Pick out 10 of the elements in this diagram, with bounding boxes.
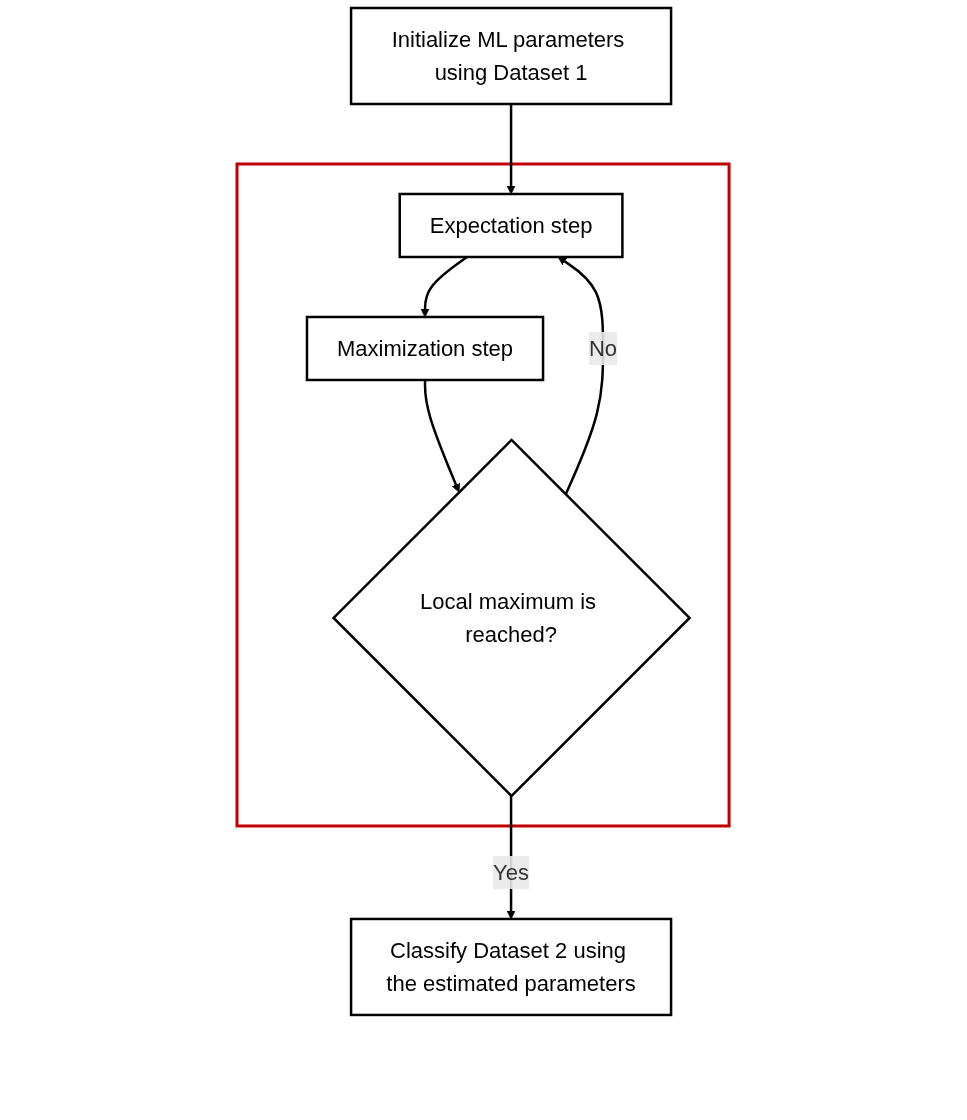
edge-label: No xyxy=(589,335,618,361)
arrow xyxy=(558,256,605,496)
node-diamond: Local maximum is reached? xyxy=(332,438,692,798)
cluster xyxy=(235,162,732,828)
edge-label: Yes xyxy=(493,859,530,885)
node-box: Expectation step xyxy=(398,192,625,259)
arrow xyxy=(424,380,461,493)
node-box: Initialize ML parameters using Dataset 1 xyxy=(350,6,673,106)
node-box: Maximization step xyxy=(306,315,545,382)
node-box: Classify Dataset 2 using the estimated parameters xyxy=(350,917,673,1017)
